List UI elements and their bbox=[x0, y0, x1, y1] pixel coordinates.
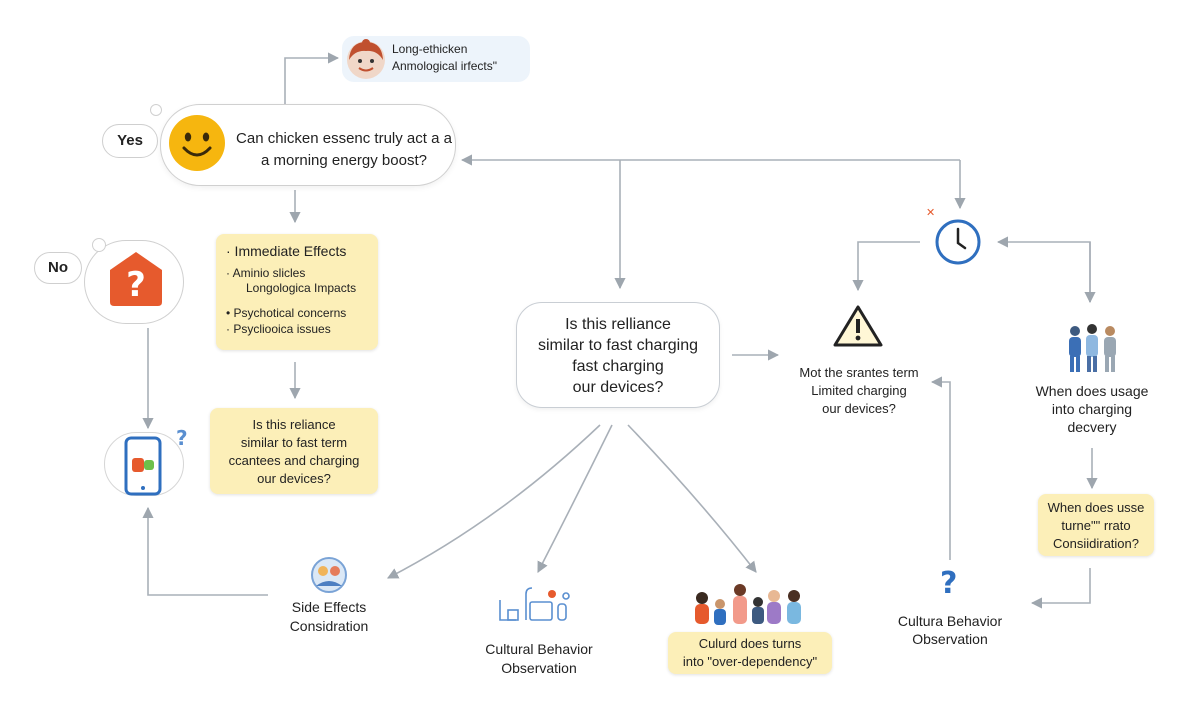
warning-icon bbox=[832, 304, 884, 348]
effects-item: · Immediate Effects bbox=[226, 243, 347, 259]
arrow-box-to-cultural bbox=[1030, 568, 1091, 609]
reliance-center-line: our devices? bbox=[572, 379, 664, 396]
arrow-question-to-top bbox=[284, 52, 340, 110]
question-line: a morning energy boost? bbox=[261, 152, 427, 169]
usage-line: into charging bbox=[1051, 401, 1133, 417]
side-effects-icon bbox=[310, 556, 348, 594]
yes-label: Yes bbox=[102, 124, 158, 158]
arrow-center-to-side bbox=[387, 424, 601, 579]
lab-equipment-icon bbox=[496, 584, 578, 624]
reliance-center-text: Is this relliance similar to fast chargi… bbox=[520, 314, 716, 398]
side-effects-text: Side Effects Considration bbox=[268, 598, 390, 636]
clock-icon bbox=[934, 218, 982, 266]
crowd-icon bbox=[690, 582, 808, 628]
effects-item: • Psychotical concerns bbox=[226, 306, 347, 320]
arrow-side-to-phone bbox=[142, 506, 268, 596]
arrow-clock-right bbox=[996, 236, 1091, 302]
no-label: No bbox=[34, 252, 82, 284]
culture-box: Culurd does turns into "over-dependency" bbox=[668, 632, 832, 674]
effects-item: · Psycliooica issues bbox=[226, 322, 331, 336]
reliance-small-line: Is this reliance bbox=[252, 417, 336, 432]
arrow-cultural-to-warning bbox=[930, 376, 951, 560]
girl-avatar-icon bbox=[344, 38, 388, 80]
effects-box: · Immediate Effects · Aminio slicles Lon… bbox=[216, 234, 378, 350]
usage-line: decvery bbox=[1067, 419, 1117, 435]
reliance-small-box: Is this reliance similar to fast term cc… bbox=[210, 408, 378, 494]
question-house-icon: ? bbox=[108, 250, 164, 308]
question-line: Can chicken essenc truly act a a bbox=[236, 130, 452, 147]
question-mark-icon: ? bbox=[176, 426, 188, 450]
reliance-small-line: similar to fast term bbox=[240, 435, 348, 450]
side-effects-line: Side Effects bbox=[291, 599, 367, 615]
usage-box-line: turne"" rrato bbox=[1061, 518, 1131, 533]
warning-line: Limited charging bbox=[811, 383, 907, 398]
usage-text: When does usage into charging decvery bbox=[1020, 382, 1164, 436]
top-bubble-text: Long-ethicken Anmological irfects" bbox=[392, 41, 528, 75]
cultural-left-line: Observation bbox=[501, 660, 577, 676]
top-bubble-line: Anmological irfects" bbox=[392, 59, 497, 73]
culture-box-line: Culurd does turns bbox=[698, 636, 802, 651]
top-bubble-line: Long-ethicken bbox=[392, 42, 468, 56]
svg-text:?: ? bbox=[126, 265, 146, 305]
cultural-right-text: Cultura Behavior Observation bbox=[880, 612, 1020, 648]
phone-icon bbox=[124, 436, 162, 496]
usage-line: When does usage bbox=[1035, 383, 1149, 399]
reliance-center-line: Is this relliance bbox=[565, 316, 671, 333]
reliance-center-node bbox=[516, 302, 720, 408]
side-effects-line: Considration bbox=[289, 618, 369, 634]
question-mark-icon: ? bbox=[940, 566, 958, 601]
people-group-icon bbox=[1064, 322, 1126, 374]
reliance-center-line: similar to fast charging bbox=[537, 337, 699, 354]
smiley-icon bbox=[166, 112, 228, 174]
cultural-left-line: Cultural Behavior bbox=[485, 641, 593, 657]
warning-text: Mot the srantes term Limited charging ou… bbox=[780, 364, 938, 418]
reliance-small-line: ccantees and charging bbox=[228, 453, 360, 468]
warning-line: Mot the srantes term bbox=[799, 365, 919, 380]
cultural-left-text: Cultural Behavior Observation bbox=[468, 640, 610, 678]
usage-box: When does usse turne"" rrato Consiidirat… bbox=[1038, 494, 1154, 556]
spark-icon: ✕ bbox=[926, 207, 936, 219]
warning-line: our devices? bbox=[822, 401, 896, 416]
thought-bubble-dot bbox=[150, 104, 162, 116]
usage-box-line: Consiidiration? bbox=[1053, 536, 1139, 551]
effects-item: · Aminio slicles bbox=[226, 266, 306, 280]
arrow-center-to-culture-box bbox=[627, 424, 757, 573]
thought-bubble-dot bbox=[92, 238, 106, 252]
culture-box-line: into "over-dependency" bbox=[682, 654, 818, 669]
reliance-small-line: our devices? bbox=[257, 471, 331, 486]
usage-box-line: When does usse bbox=[1047, 500, 1145, 515]
arrow-center-to-cultural bbox=[537, 424, 613, 573]
reliance-center-line: fast charging bbox=[572, 358, 664, 375]
cultural-right-line: Cultura Behavior bbox=[897, 613, 1003, 629]
question-text: Can chicken essenc truly act a a a morni… bbox=[236, 128, 452, 172]
cultural-right-line: Observation bbox=[912, 631, 988, 647]
arrow-clock-left bbox=[852, 241, 920, 292]
effects-item: Longologica Impacts bbox=[246, 281, 357, 295]
